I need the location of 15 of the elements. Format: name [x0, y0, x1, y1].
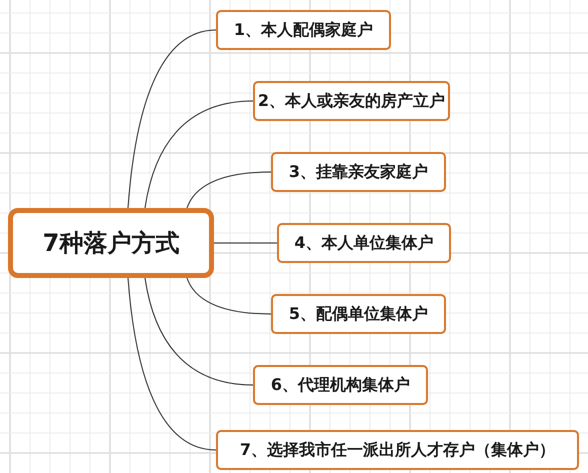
topic-box: 7、选择我市任一派出所人才存户（集体户） [216, 430, 579, 470]
topic-box: 5、配偶单位集体户 [271, 294, 446, 334]
connector-line [186, 172, 272, 208]
topic-box: 3、挂靠亲友家庭户 [271, 152, 446, 192]
topic-box: 6、代理机构集体户 [253, 365, 428, 405]
connector-line [144, 100, 254, 208]
central-topic-box: 7种落户方式 [8, 208, 214, 278]
topic-box: 1、本人配偶家庭户 [216, 10, 391, 50]
topic-box: 4、本人单位集体户 [277, 223, 451, 263]
connector-line [186, 278, 272, 314]
connector-line [128, 278, 216, 450]
topic-box: 2、本人或亲友的房产立户 [253, 81, 450, 121]
connector-line [144, 278, 254, 386]
connector-line [214, 242, 278, 244]
connector-line [128, 30, 216, 208]
